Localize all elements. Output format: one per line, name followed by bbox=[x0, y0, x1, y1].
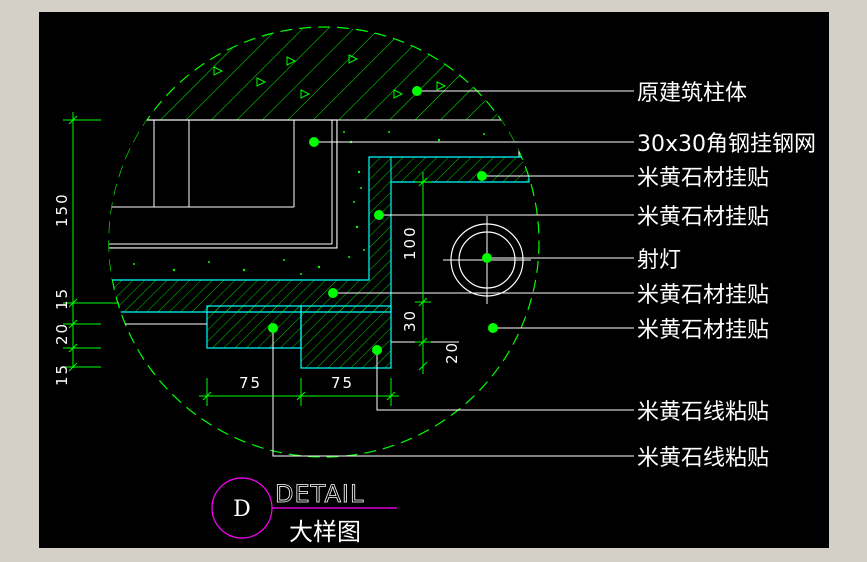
dim-75-right: 75 bbox=[331, 374, 354, 392]
dim-15-bottom: 15 bbox=[53, 363, 71, 386]
leader-dots bbox=[268, 86, 498, 355]
stone-moulding-left bbox=[206, 305, 302, 349]
label-stone-moulding-2: 米黄石线粘贴 bbox=[637, 446, 769, 471]
detail-subtitle: 大样图 bbox=[289, 518, 361, 546]
detail-marker-letter: D bbox=[233, 497, 251, 522]
label-angle-steel-mesh: 30x30角钢挂钢网 bbox=[637, 132, 816, 157]
leader-lines bbox=[272, 90, 634, 457]
mortar-dots bbox=[133, 131, 485, 275]
stone-moulding-right bbox=[300, 305, 392, 369]
label-spotlight: 射灯 bbox=[637, 248, 681, 273]
label-stone-cladding-3: 米黄石材挂贴 bbox=[637, 283, 769, 308]
label-stone-cladding-4: 米黄石材挂贴 bbox=[637, 318, 769, 343]
dim-15-top: 15 bbox=[53, 287, 71, 310]
detail-drawing: 150 15 20 15 100 30 20 75 75 原建筑柱体 30x30… bbox=[53, 26, 816, 546]
label-stone-cladding-2: 米黄石材挂贴 bbox=[637, 205, 769, 230]
label-stone-cladding-1: 米黄石材挂贴 bbox=[637, 166, 769, 191]
title-block: D DETAIL 大样图 bbox=[211, 477, 397, 546]
dim-20-right: 20 bbox=[443, 341, 461, 364]
dimension-lines bbox=[63, 112, 431, 406]
dim-75-left: 75 bbox=[239, 374, 262, 392]
label-stone-moulding-1: 米黄石线粘贴 bbox=[637, 400, 769, 425]
dim-30: 30 bbox=[401, 309, 419, 332]
label-original-column: 原建筑柱体 bbox=[637, 81, 747, 106]
dim-20: 20 bbox=[53, 322, 71, 345]
dim-100: 100 bbox=[401, 225, 419, 260]
cad-drawing-canvas: 150 15 20 15 100 30 20 75 75 原建筑柱体 30x30… bbox=[39, 12, 829, 548]
column-hatch bbox=[109, 27, 539, 120]
wall-block bbox=[109, 119, 338, 249]
dim-150: 150 bbox=[53, 192, 71, 227]
detail-title: DETAIL bbox=[275, 480, 364, 508]
